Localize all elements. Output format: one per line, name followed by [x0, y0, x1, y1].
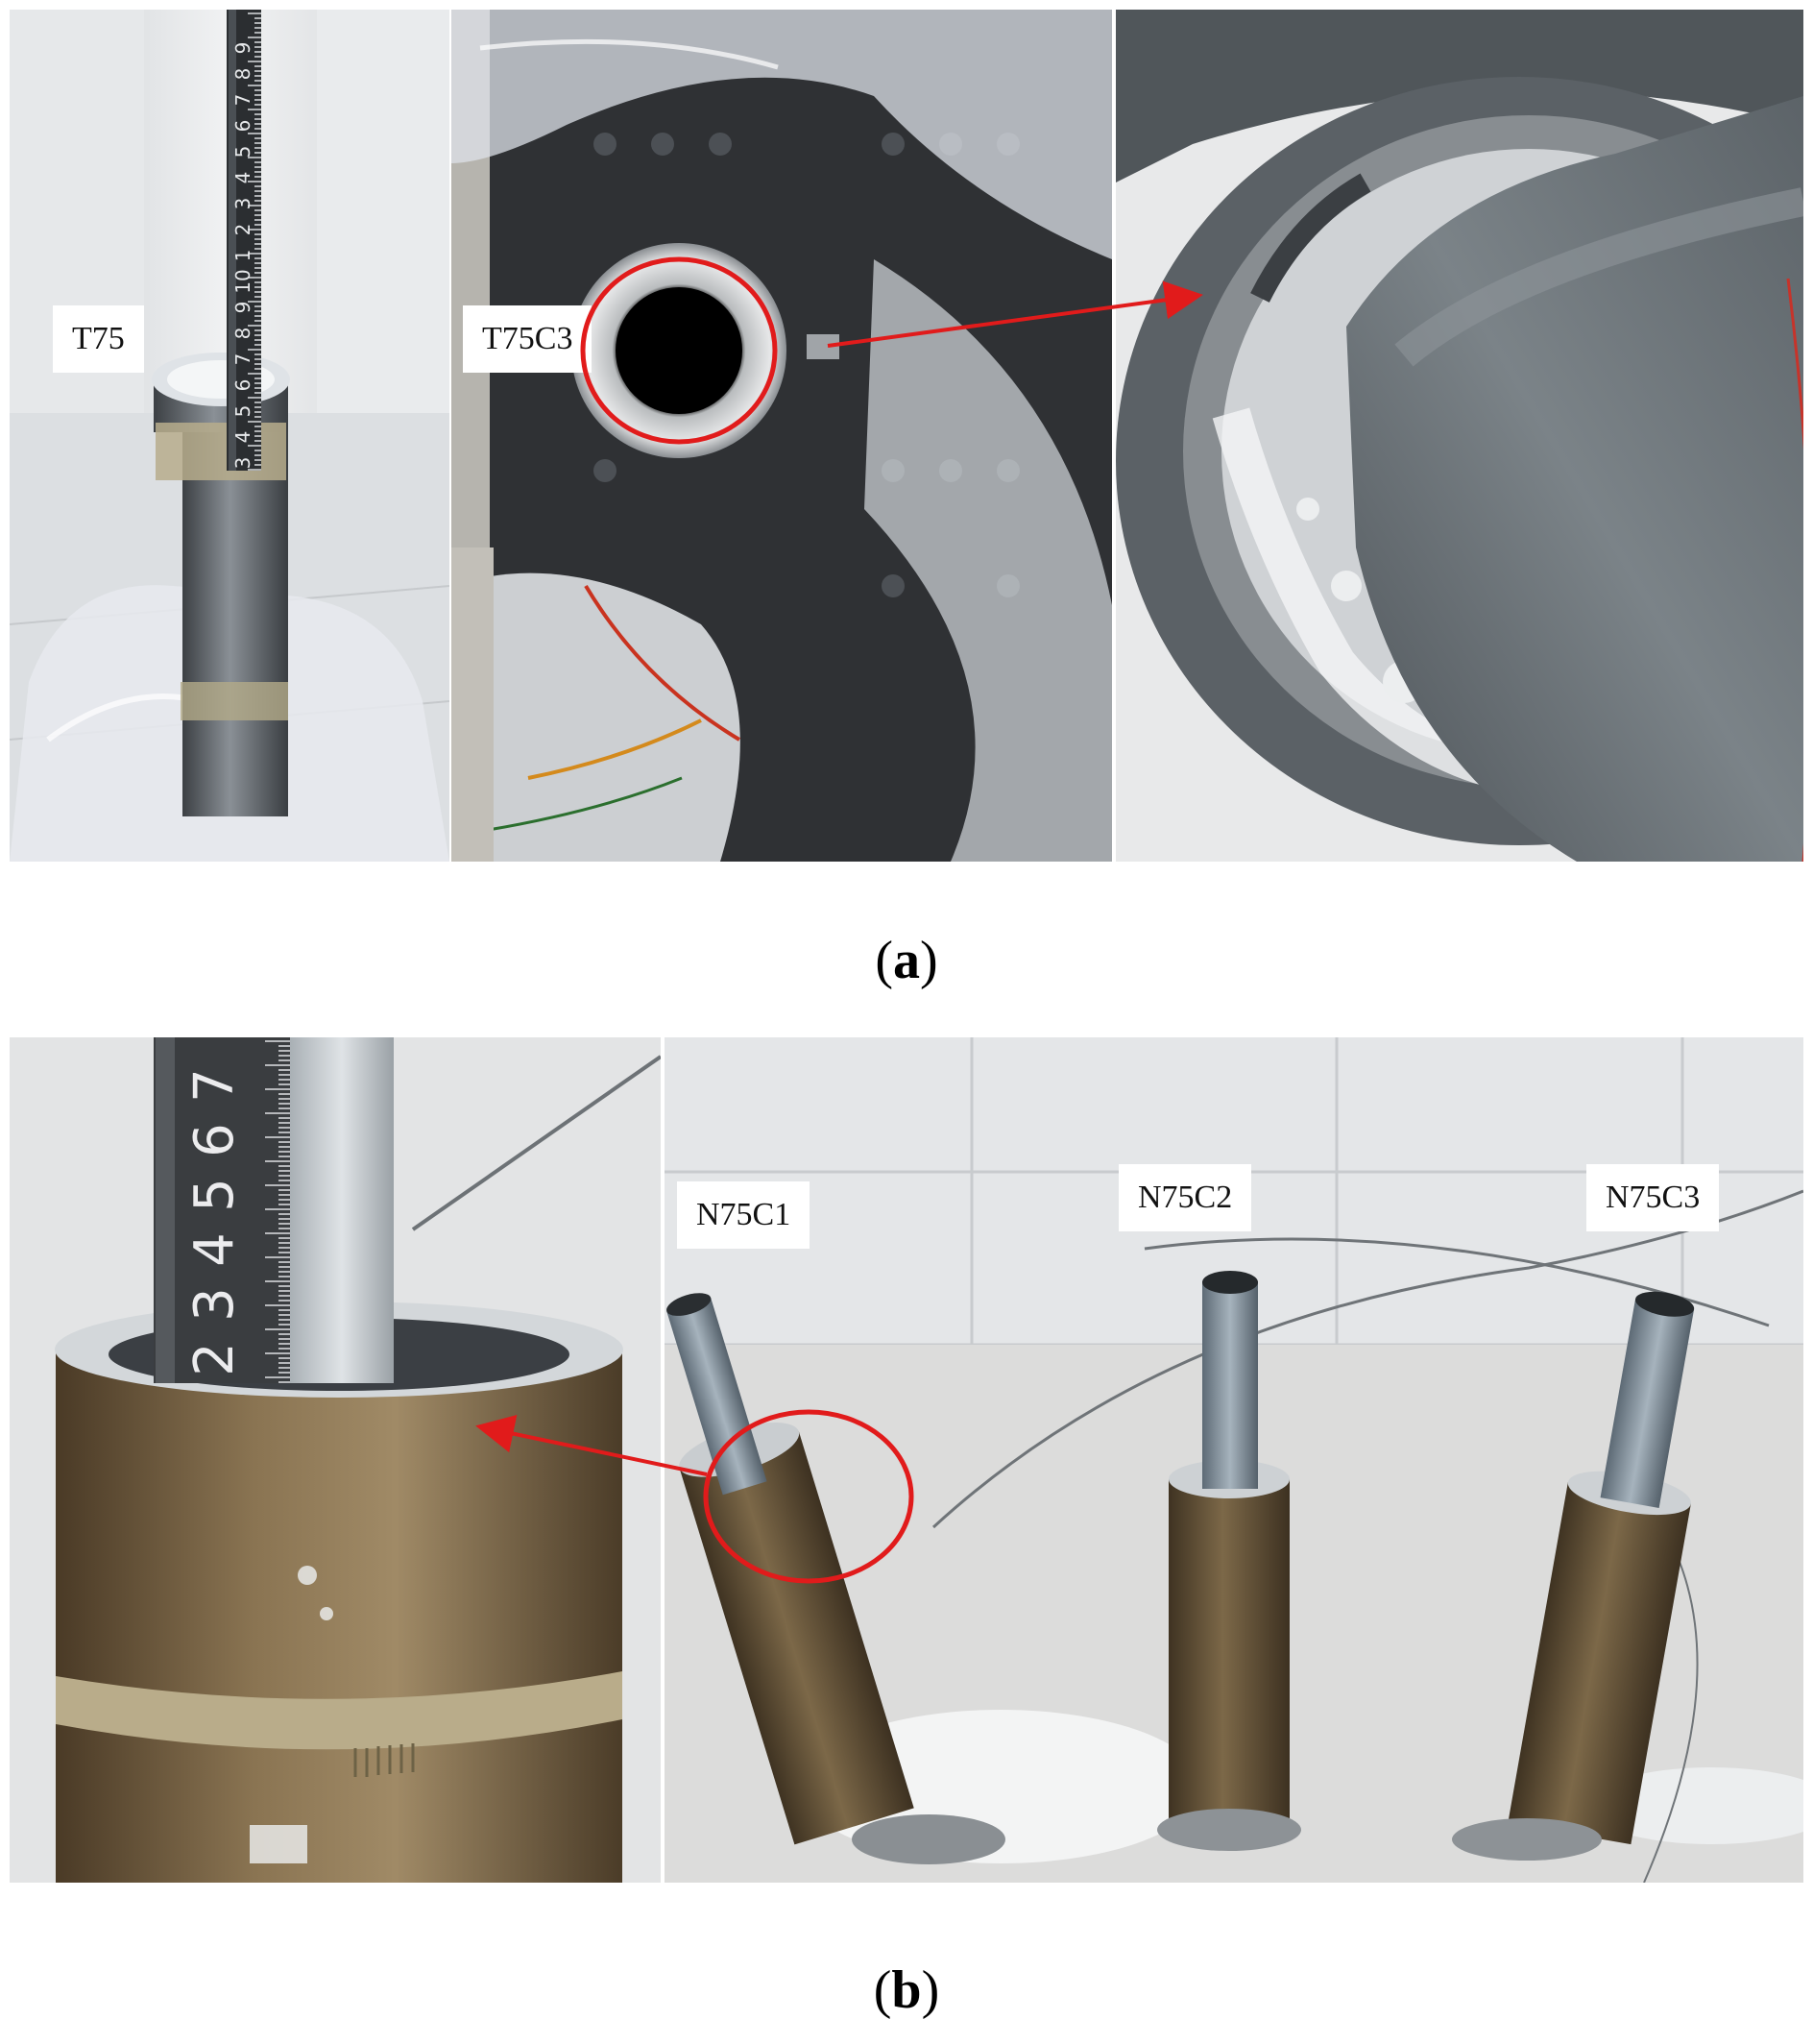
ruler-digit: 8 — [231, 68, 254, 81]
ruler-digit: 3 — [231, 457, 254, 470]
photo-t75c3-top-view — [451, 10, 1112, 862]
ruler-digit: 2 — [231, 224, 254, 236]
ruler-digit: 7 — [231, 94, 254, 107]
ruler-ticks — [248, 12, 261, 471]
caption-a-letter: a — [893, 931, 920, 990]
ruler-digit: 5 — [231, 405, 254, 418]
ruler-digits: 7 6 5 4 3 2 — [183, 1068, 246, 1376]
ruler-digit: 5 — [231, 146, 254, 158]
ruler-digit: 9 — [231, 42, 254, 55]
ruler-digit: 3 — [183, 1287, 246, 1322]
photo-t75-column: 9 8 7 6 5 4 3 2 1 10 9 8 7 6 5 4 3 — [10, 10, 449, 862]
caption-b-letter: b — [891, 1960, 922, 2020]
ruler-digit: 2 — [183, 1342, 246, 1376]
label-n75c3: N75C3 — [1586, 1164, 1720, 1231]
ruler-digit: 4 — [231, 431, 254, 444]
ruler-digit: 4 — [183, 1232, 246, 1267]
label-n75c2: N75C2 — [1119, 1164, 1252, 1231]
photo-t75c3-closeup — [1116, 10, 1803, 862]
ruler-digit: 9 — [231, 302, 254, 314]
caption-a: (a) — [875, 931, 938, 990]
ruler-digit: 6 — [231, 120, 254, 133]
ruler-digit: 4 — [231, 172, 254, 184]
ruler-digit: 1 — [231, 250, 254, 262]
label-n75c1: N75C1 — [677, 1181, 810, 1249]
ruler-digit: 6 — [231, 379, 254, 392]
ruler-ticks — [265, 1040, 290, 1383]
ruler-digit: 10 — [231, 269, 254, 293]
ruler-digits: 9 8 7 6 5 4 3 2 1 10 9 8 7 6 5 4 3 — [231, 42, 254, 470]
ruler-digit: 7 — [231, 353, 254, 366]
ruler-digit: 5 — [183, 1178, 246, 1212]
ruler-digit: 3 — [231, 198, 254, 210]
ruler-digit: 6 — [183, 1123, 246, 1157]
label-t75: T75 — [53, 305, 144, 373]
label-t75c3: T75C3 — [463, 305, 592, 373]
caption-b: (b) — [873, 1960, 940, 2020]
photo-n75c1-closeup: 7 6 5 4 3 2 — [10, 1037, 661, 1883]
ruler-digit: 7 — [183, 1068, 246, 1103]
ruler-digit: 8 — [231, 328, 254, 340]
